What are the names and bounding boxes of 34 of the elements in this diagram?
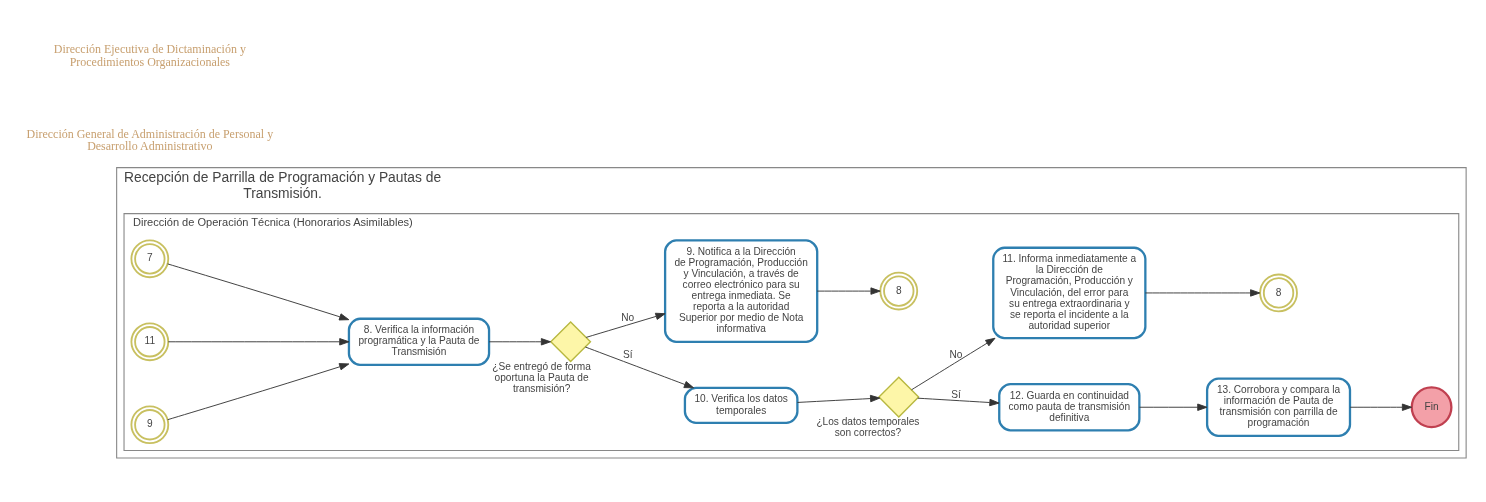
label: Dirección General de Administración de Personal y Desarrollo Administrativo <box>26 126 274 154</box>
arrow <box>1349 403 1413 411</box>
node-label: ¿Se entregó de forma oportuna la Pauta de transmisión? <box>492 360 591 394</box>
arrow <box>911 337 996 391</box>
node-diamond <box>549 321 592 363</box>
arrow <box>584 346 695 389</box>
arrow <box>488 338 552 346</box>
node-label: ¿Los datos temporales son correctos? <box>816 416 920 439</box>
edge-label: Sí <box>622 349 633 361</box>
arrow <box>167 338 350 346</box>
arrow <box>797 394 881 403</box>
edge-label: Sí <box>951 388 961 400</box>
arrow <box>816 287 881 295</box>
arrow <box>1139 403 1208 411</box>
arrow <box>917 397 1000 407</box>
node-circle: 11 <box>130 322 170 362</box>
node-box: 12. Guarda en continuidad como pauta de transmisión definitiva <box>998 383 1141 432</box>
node-box: 9. Notifica a la Dirección de Programación, Producción y Vinculación, a través de correo electrónico para su entrega inmediata. Se reporta a la autoridad Superior por medio de Nota informativa <box>663 239 819 343</box>
arrow <box>167 363 350 421</box>
node-circle: 8 <box>879 271 919 311</box>
node-circle: 7 <box>130 239 170 279</box>
arrow <box>167 263 350 321</box>
node-circle: Fin <box>1410 386 1453 429</box>
node-circle: 9 <box>130 405 170 445</box>
arrow <box>1144 289 1261 297</box>
edge-label: No <box>621 312 635 324</box>
node-box: 11. Informa inmediatamente a la Dirección de Programación, Producción y Vinculación, del error para su entrega extraordinaria y se reporta el incidente a la autoridad superior <box>992 246 1147 340</box>
edge-label: No <box>949 349 963 361</box>
node-diamond <box>878 376 920 418</box>
arrow <box>585 312 666 338</box>
node-box: 10. Verifica los datos temporales <box>683 386 799 425</box>
node-box: 8. Verifica la información programática y la Pauta de Transmisión <box>347 317 491 366</box>
label: Dirección Ejecutiva de Dictaminación y Procedimientos Organizacionales <box>53 41 246 69</box>
node-box: 13. Corrobora y compara la información de Pauta de transmisión con parrilla de programación <box>1205 377 1352 437</box>
